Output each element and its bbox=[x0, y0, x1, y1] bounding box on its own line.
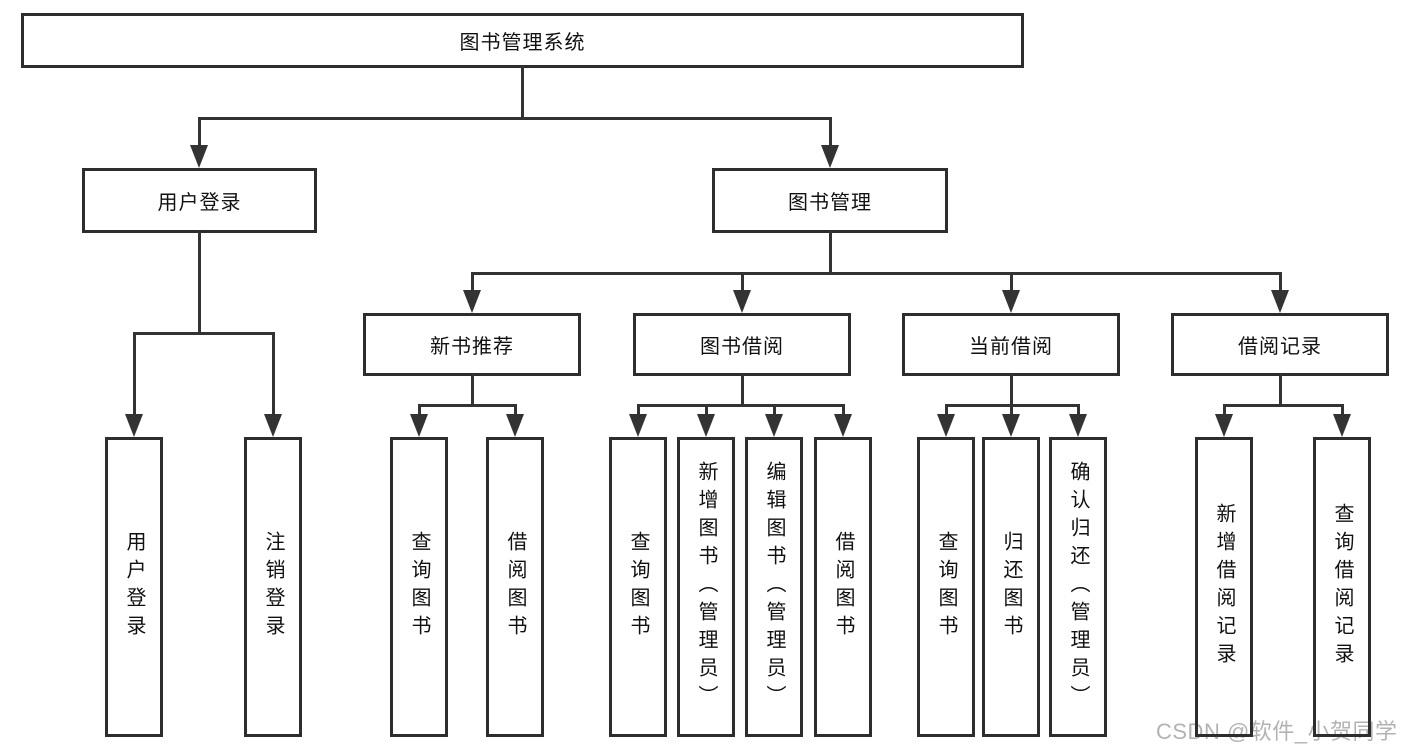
leaf-br-add-record-label: 新增借阅记录 bbox=[1213, 503, 1235, 671]
leaf-bb-add-book-admin-label: 新增图书（管理员） bbox=[695, 461, 717, 713]
arrow-to-nb-borrow bbox=[506, 414, 524, 437]
connector-bookborrow-drop-4 bbox=[842, 404, 845, 416]
connector-borrowrecord-rail bbox=[1223, 404, 1344, 407]
node-book-borrow: 图书借阅 bbox=[633, 313, 851, 376]
connector-bookmgmt-rail bbox=[471, 272, 1282, 275]
leaf-br-add-record: 新增借阅记录 bbox=[1195, 437, 1253, 737]
leaf-bb-edit-book-admin: 编辑图书（管理员） bbox=[745, 437, 803, 737]
leaf-logout-label: 注销登录 bbox=[262, 531, 284, 643]
arrow-to-cb-return bbox=[1002, 414, 1020, 437]
leaf-bb-query-book-label: 查询图书 bbox=[627, 531, 649, 643]
connector-currentborrow-drop-2 bbox=[1010, 404, 1013, 416]
connector-bookborrow-drop-3 bbox=[773, 404, 776, 416]
leaf-cb-query-book-label: 查询图书 bbox=[935, 531, 957, 643]
node-current-borrow: 当前借阅 bbox=[902, 313, 1120, 376]
connector-currentborrow-stem bbox=[1010, 374, 1013, 406]
leaf-bb-borrow-book: 借阅图书 bbox=[814, 437, 872, 737]
leaf-br-query-record-label: 查询借阅记录 bbox=[1331, 503, 1353, 671]
arrow-to-br-query bbox=[1333, 414, 1351, 437]
connector-newbook-drop-2 bbox=[514, 404, 517, 416]
connector-currentborrow-drop-1 bbox=[945, 404, 948, 416]
node-book-mgmt: 图书管理 bbox=[712, 168, 948, 233]
arrow-to-book-borrow bbox=[733, 290, 751, 313]
connector-userlogin-rail bbox=[133, 332, 275, 335]
arrow-to-bb-query bbox=[629, 414, 647, 437]
arrow-to-new-book bbox=[463, 290, 481, 313]
arrow-to-bb-edit bbox=[765, 414, 783, 437]
connector-bookmgmt-drop-3 bbox=[1010, 272, 1013, 293]
node-library-system-label: 图书管理系统 bbox=[459, 32, 586, 54]
arrow-to-borrow-record bbox=[1271, 290, 1289, 313]
connector-newbook-rail bbox=[418, 404, 517, 407]
node-borrow-record: 借阅记录 bbox=[1171, 313, 1389, 376]
node-user-login-label: 用户登录 bbox=[157, 192, 242, 214]
arrow-to-cb-query bbox=[937, 414, 955, 437]
connector-bookborrow-stem bbox=[741, 374, 744, 406]
connector-root-drop-right bbox=[829, 117, 832, 148]
connector-bookmgmt-drop-4 bbox=[1279, 272, 1282, 293]
leaf-cb-confirm-return-admin: 确认归还（管理员） bbox=[1049, 437, 1107, 737]
connector-userlogin-stem bbox=[198, 231, 201, 334]
leaf-cb-return-book: 归还图书 bbox=[982, 437, 1040, 737]
leaf-cb-confirm-return-admin-label: 确认归还（管理员） bbox=[1067, 461, 1089, 713]
connector-root-drop-left bbox=[198, 117, 201, 148]
leaf-logout: 注销登录 bbox=[244, 437, 302, 737]
leaf-bb-add-book-admin: 新增图书（管理员） bbox=[677, 437, 735, 737]
arrow-to-cb-confirm bbox=[1069, 414, 1087, 437]
leaf-bb-query-book: 查询图书 bbox=[609, 437, 667, 737]
node-borrow-record-label: 借阅记录 bbox=[1238, 336, 1322, 358]
leaf-user-login: 用户登录 bbox=[105, 437, 163, 737]
leaf-nb-borrow-book: 借阅图书 bbox=[486, 437, 544, 737]
node-book-borrow-label: 图书借阅 bbox=[700, 336, 784, 358]
node-new-book: 新书推荐 bbox=[363, 313, 581, 376]
arrow-to-leaf-logout bbox=[264, 414, 282, 437]
connector-userlogin-drop-1 bbox=[133, 332, 136, 416]
connector-newbook-stem bbox=[471, 374, 474, 406]
leaf-cb-return-book-label: 归还图书 bbox=[1000, 531, 1022, 643]
connector-bookborrow-drop-1 bbox=[637, 404, 640, 416]
arrow-to-current-borrow bbox=[1002, 290, 1020, 313]
node-new-book-label: 新书推荐 bbox=[430, 336, 514, 358]
connector-newbook-drop-1 bbox=[418, 404, 421, 416]
connector-borrowrecord-drop-2 bbox=[1341, 404, 1344, 416]
connector-bookborrow-drop-2 bbox=[705, 404, 708, 416]
connector-bookmgmt-stem bbox=[829, 231, 832, 275]
leaf-br-query-record: 查询借阅记录 bbox=[1313, 437, 1371, 737]
connector-borrowrecord-stem bbox=[1279, 374, 1282, 406]
arrow-to-bb-borrow bbox=[834, 414, 852, 437]
leaf-nb-query-book-label: 查询图书 bbox=[408, 531, 430, 643]
arrow-to-leaf-user-login bbox=[125, 414, 143, 437]
leaf-user-login-label: 用户登录 bbox=[123, 531, 145, 643]
connector-bookborrow-rail bbox=[637, 404, 845, 407]
connector-root-stem bbox=[521, 66, 524, 119]
node-library-system: 图书管理系统 bbox=[21, 13, 1024, 68]
arrow-to-nb-query bbox=[410, 414, 428, 437]
arrow-to-book-mgmt bbox=[821, 145, 839, 168]
leaf-bb-borrow-book-label: 借阅图书 bbox=[832, 531, 854, 643]
connector-root-rail bbox=[198, 117, 832, 120]
node-user-login: 用户登录 bbox=[82, 168, 317, 233]
csdn-watermark: CSDN @软件_小贺同学 bbox=[1156, 719, 1398, 744]
connector-bookmgmt-drop-2 bbox=[741, 272, 744, 293]
arrow-to-br-add bbox=[1215, 414, 1233, 437]
connector-borrowrecord-drop-1 bbox=[1223, 404, 1226, 416]
arrow-to-bb-add bbox=[697, 414, 715, 437]
connector-bookmgmt-drop-1 bbox=[471, 272, 474, 293]
arrow-to-user-login bbox=[190, 145, 208, 168]
node-book-mgmt-label: 图书管理 bbox=[788, 192, 872, 214]
node-current-borrow-label: 当前借阅 bbox=[969, 336, 1053, 358]
leaf-cb-query-book: 查询图书 bbox=[917, 437, 975, 737]
connector-currentborrow-drop-3 bbox=[1077, 404, 1080, 416]
leaf-nb-query-book: 查询图书 bbox=[390, 437, 448, 737]
connector-userlogin-drop-2 bbox=[272, 332, 275, 416]
leaf-bb-edit-book-admin-label: 编辑图书（管理员） bbox=[763, 461, 785, 713]
leaf-nb-borrow-book-label: 借阅图书 bbox=[504, 531, 526, 643]
